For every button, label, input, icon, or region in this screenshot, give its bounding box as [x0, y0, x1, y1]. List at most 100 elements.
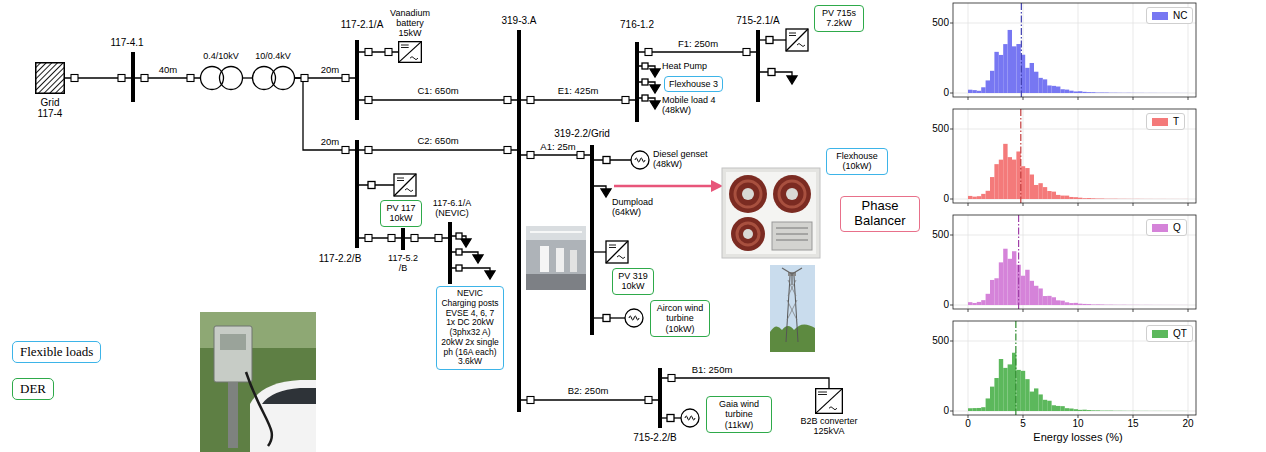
load-arrow — [461, 239, 471, 247]
histogram-bar — [1052, 405, 1056, 411]
tick-mark — [950, 305, 953, 306]
cable-length: B1: 250m — [691, 365, 734, 375]
histogram-bar — [1166, 92, 1170, 93]
histogram-bar — [1179, 410, 1183, 411]
histogram-bar — [968, 302, 972, 305]
breaker-symbol — [456, 265, 462, 271]
charging-cable — [246, 372, 272, 446]
cable-length: F1: 250m — [677, 39, 719, 49]
toroid — [773, 175, 811, 213]
component-label: PV 715s 7.2kW — [819, 8, 859, 29]
histogram-bar — [986, 398, 990, 411]
component-label: Flexhouse (10kW) — [831, 151, 883, 172]
histogram-bar — [1122, 92, 1126, 93]
breaker-symbol — [667, 415, 674, 422]
tick-mark — [1188, 97, 1189, 100]
histogram-bar — [1069, 197, 1073, 199]
histogram-bar — [1109, 410, 1113, 411]
y-tick-label: 500 — [932, 123, 949, 135]
tick-mark — [950, 411, 953, 412]
breaker-symbol — [435, 235, 442, 242]
phase-balancer-photo — [722, 168, 820, 258]
histogram-bar — [1025, 270, 1029, 305]
median-line — [1021, 3, 1022, 97]
bus-label: 319-2.2/Grid — [554, 128, 610, 139]
histogram-bar — [1140, 198, 1144, 199]
histogram-bar — [1126, 410, 1130, 411]
histogram-panel — [950, 321, 1196, 418]
histogram-bar — [1091, 304, 1095, 306]
tower-leg — [786, 276, 790, 342]
component-box: PV 117 10kW — [380, 200, 422, 227]
histogram-panel — [950, 109, 1196, 206]
bus-label: 715-2.2/B — [633, 432, 676, 443]
ev-charger-photo — [200, 312, 316, 452]
floor — [526, 274, 586, 290]
histogram-bar — [1030, 175, 1034, 199]
histogram-bar — [1109, 304, 1113, 305]
histogram-bar — [1003, 368, 1007, 411]
histogram-bar — [1074, 303, 1078, 305]
x-tick-label: 20 — [1182, 418, 1193, 430]
histogram-bar — [1060, 301, 1064, 305]
generator-symbol — [625, 309, 643, 327]
cable-length: E1: 425m — [557, 86, 600, 96]
tower-leg — [794, 276, 798, 342]
converter-outline — [816, 389, 843, 414]
histogram-bar — [1162, 410, 1166, 411]
wire — [359, 184, 394, 185]
charger-unit — [540, 246, 549, 272]
histogram-bar — [1144, 92, 1148, 93]
histogram-bar — [1122, 304, 1126, 305]
histogram-bar — [1162, 92, 1166, 93]
histogram-bar — [1135, 410, 1139, 411]
histogram-bar — [1122, 198, 1126, 199]
grid-line — [968, 321, 969, 415]
histogram-bar — [1166, 410, 1170, 411]
cable-line — [359, 149, 517, 150]
histogram-bar — [1003, 249, 1007, 305]
histogram-bar — [1052, 297, 1056, 305]
tick-mark — [1133, 415, 1134, 418]
breaker-symbol — [342, 75, 349, 82]
tower-lattice — [787, 280, 797, 320]
dc-mark — [401, 45, 409, 48]
histogram-bar — [1008, 364, 1012, 411]
histogram-bar — [1104, 92, 1108, 93]
bus-label: 716-1.2 — [620, 19, 654, 30]
ac-mark — [829, 407, 837, 410]
breaker-symbol — [577, 152, 584, 159]
plot-frame — [953, 215, 1196, 309]
histogram-bar — [1153, 92, 1157, 93]
load-arrow — [473, 255, 483, 263]
histogram-bar — [1078, 304, 1082, 305]
winding-circle — [220, 67, 243, 90]
breaker-symbol — [743, 49, 750, 56]
axis-title: Energy losses (%) — [1033, 431, 1122, 444]
histogram-bar — [1052, 86, 1056, 93]
breaker-symbol — [187, 75, 194, 82]
histogram-bar — [1100, 304, 1104, 306]
histogram-bar — [1091, 198, 1095, 200]
histogram-bar — [1008, 259, 1012, 305]
tick-mark — [968, 309, 969, 312]
toroid-hole — [743, 229, 753, 239]
histogram-bar — [994, 278, 998, 305]
histogram-bar — [1016, 44, 1020, 93]
wire — [594, 159, 631, 160]
breaker-symbol — [645, 49, 652, 56]
histogram-bar — [1021, 276, 1025, 305]
load-label: Mobile load 4 (48kW) — [662, 95, 726, 116]
y-tick-label: 0 — [943, 87, 949, 99]
histogram-bar — [1131, 304, 1135, 305]
cable-line — [521, 399, 658, 400]
histogram-bar — [994, 378, 998, 411]
wind-turbine-photo — [770, 265, 815, 352]
component-label: NEVIC Charging posts EVSE 4, 6, 7 1x DC … — [441, 289, 499, 367]
y-tick-label: 0 — [943, 193, 949, 205]
breaker-symbol — [645, 397, 652, 404]
histogram-bar — [1135, 304, 1139, 305]
histogram-bar — [1082, 304, 1086, 305]
tick-mark — [1133, 309, 1134, 312]
converter-outline — [399, 42, 422, 63]
